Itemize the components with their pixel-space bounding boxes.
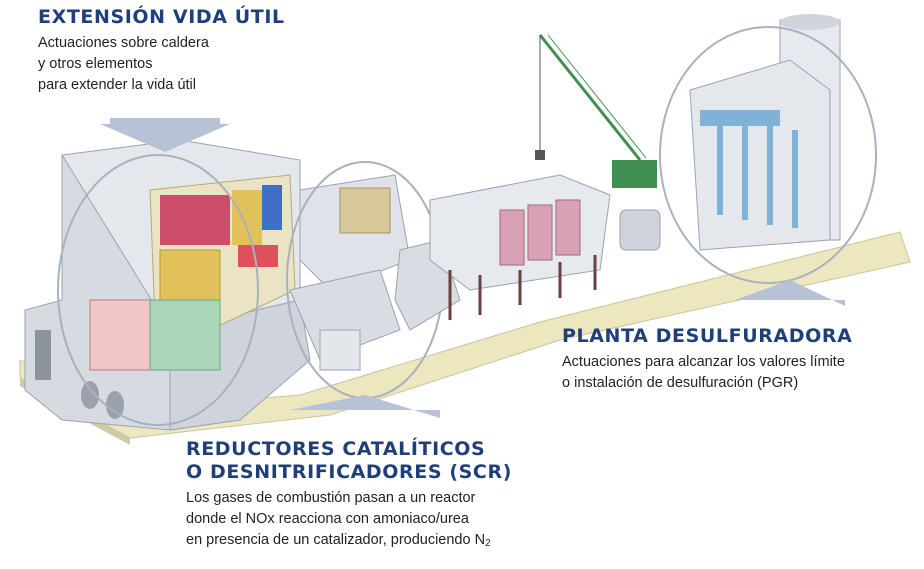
extension-title: EXTENSIÓN VIDA ÚTIL xyxy=(38,6,285,28)
scr-line-1: Los gases de combustión pasan a un react… xyxy=(186,490,476,506)
scr-title-line-1: REDUCTORES CATALÍTICOS xyxy=(186,438,486,460)
desulfurization-plant xyxy=(689,14,841,251)
fan-unit xyxy=(619,209,661,251)
boiler-building xyxy=(24,139,311,431)
extension-line-2: y otros elementos xyxy=(38,56,153,72)
scr-title: REDUCTORES CATALÍTICOS O DESNITRIFICADOR… xyxy=(186,438,512,484)
scr-line-3-text: en presencia de un catalizador, producie… xyxy=(186,532,486,548)
scr-up-arrow xyxy=(290,395,440,418)
crane xyxy=(535,34,657,188)
filter-unit xyxy=(429,174,611,320)
scr-line-3: en presencia de un catalizador, producie… xyxy=(186,530,491,554)
boiler-tubes-red xyxy=(160,195,230,245)
desulfurization-line-1: Actuaciones para alcanzar los valores lí… xyxy=(562,354,845,370)
boiler-tubes-yellow xyxy=(232,190,262,245)
desulfurization-line-2: o instalación de desulfuración (PGR) xyxy=(562,375,799,391)
desulfurization-title: PLANTA DESULFURADORA xyxy=(562,325,853,347)
scr-subscript: 2 xyxy=(485,538,491,549)
desulf-up-arrow xyxy=(735,280,845,306)
scr-title-line-2: O DESNITRIFICADORES (SCR) xyxy=(186,461,512,483)
extension-line-1: Actuaciones sobre caldera xyxy=(38,35,209,51)
extension-line-3: para extender la vida útil xyxy=(38,77,196,93)
boiler-highlight-circle xyxy=(57,154,259,426)
scr-unit xyxy=(289,174,411,371)
scr-description: Los gases de combustión pasan a un react… xyxy=(186,488,491,554)
extension-description: Actuaciones sobre caldera y otros elemen… xyxy=(38,33,209,96)
desulfurization-description: Actuaciones para alcanzar los valores lí… xyxy=(562,352,845,394)
scr-line-2: donde el NOx reacciona con amoniaco/urea xyxy=(186,511,469,527)
boiler-down-arrow xyxy=(100,118,230,152)
desulf-highlight-circle xyxy=(659,26,877,284)
